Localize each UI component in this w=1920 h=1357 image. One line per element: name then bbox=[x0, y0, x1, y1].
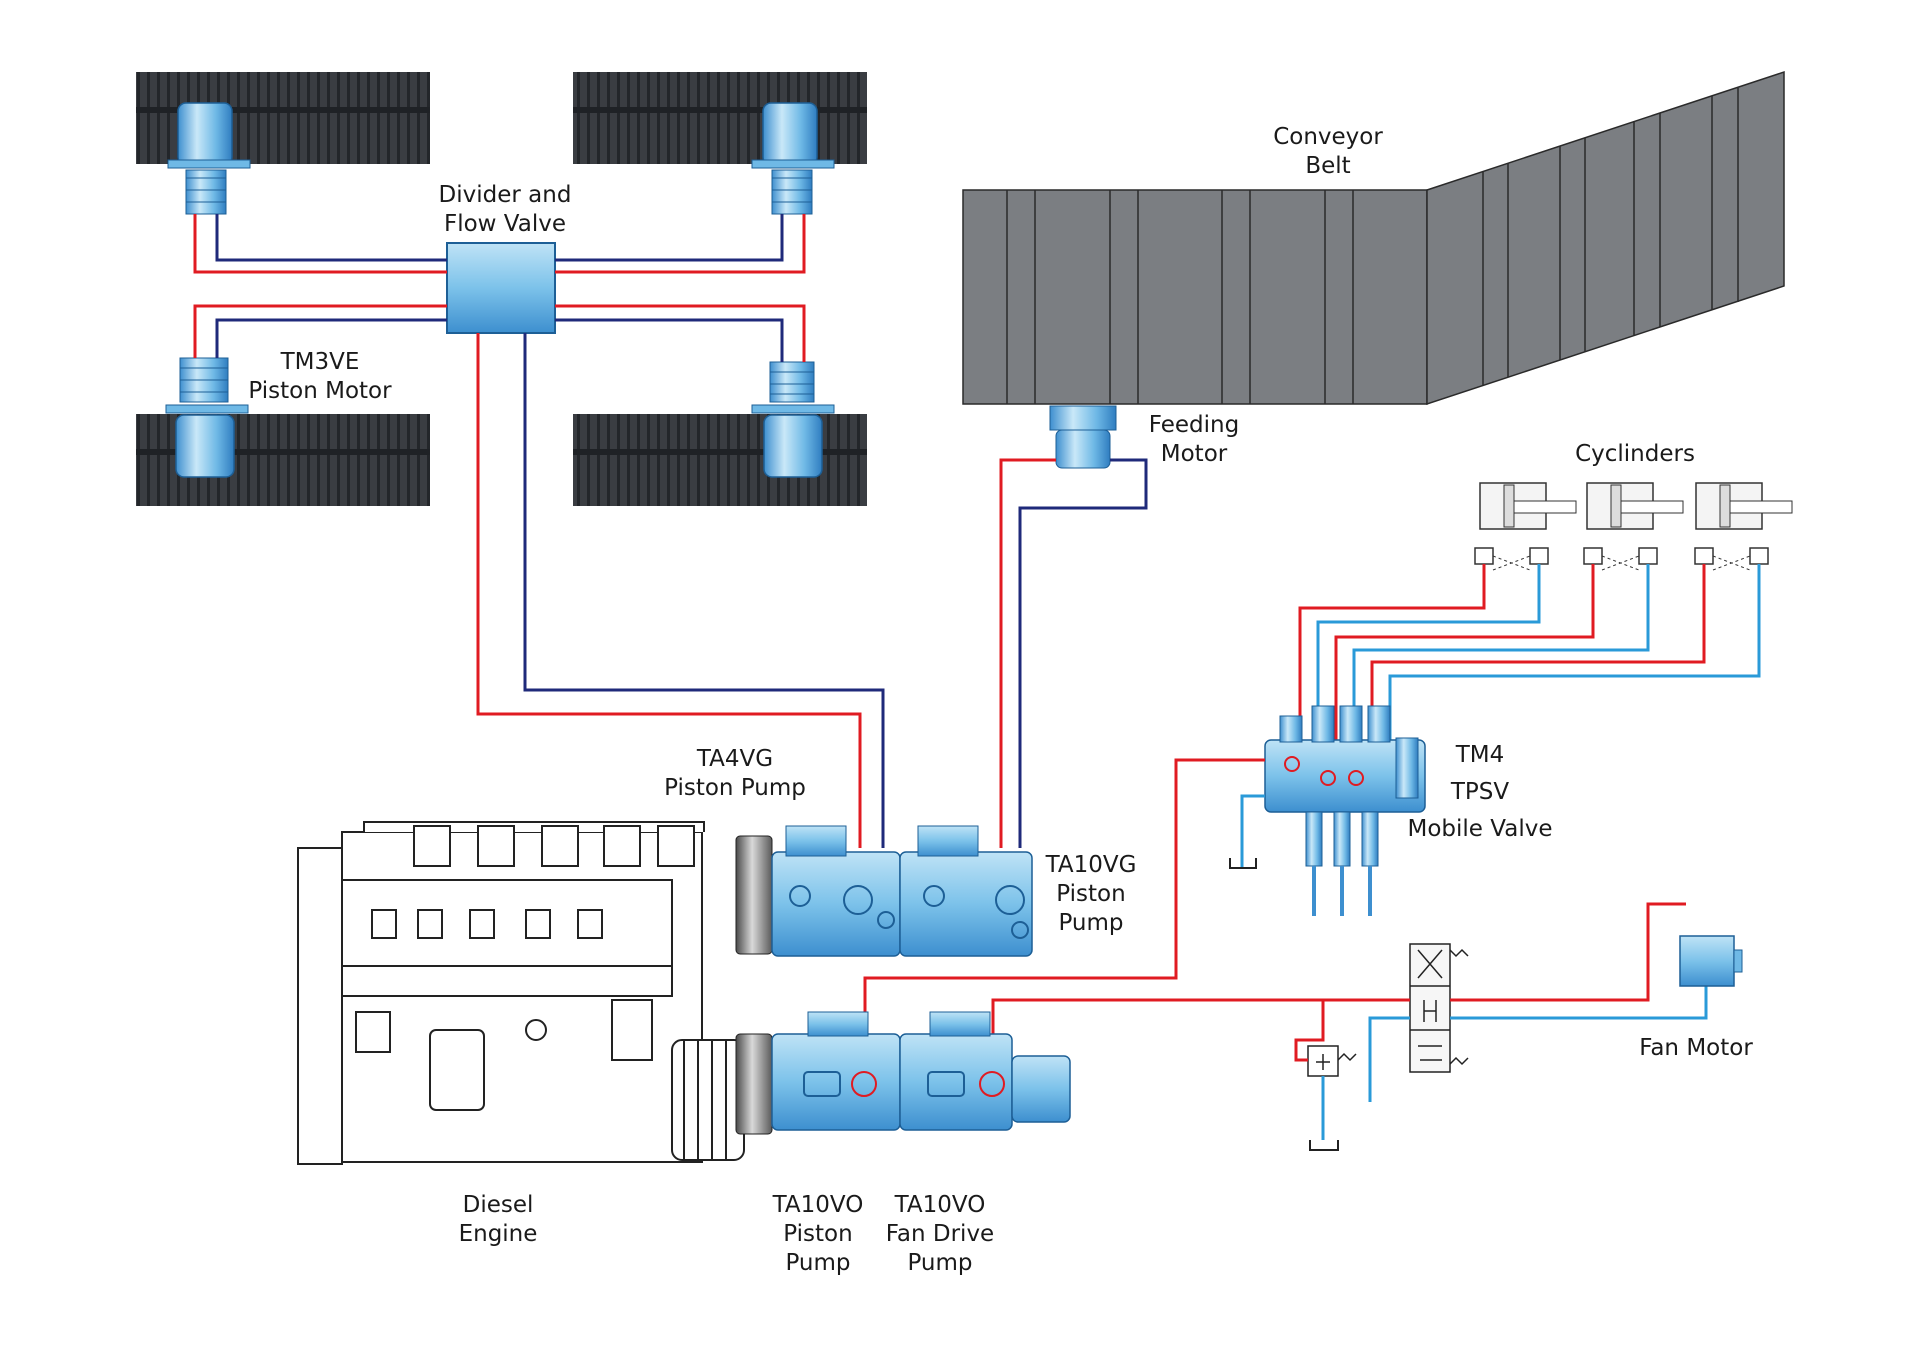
mobile-valve-label-line: TM4 bbox=[1455, 742, 1505, 768]
divider-flow-valve-block bbox=[446, 242, 556, 334]
divider-valve-label: Divider and Flow Valve bbox=[435, 181, 575, 239]
diesel-engine-label-line: Diesel bbox=[462, 1192, 534, 1218]
feeding-motor-label-line: Feeding bbox=[1148, 412, 1240, 438]
mobile-valve-lines bbox=[863, 758, 1265, 1068]
ta10vo-piston-label-line: TA10VO bbox=[772, 1192, 864, 1218]
ta10vg-pump-label: TA10VG Piston Pump bbox=[1041, 851, 1141, 938]
conveyor-label: Conveyor Belt bbox=[1268, 123, 1388, 181]
mobile-valve-label-line: TPSV bbox=[1450, 779, 1510, 805]
ta10vo-fan-pump-label: TA10VO Fan Drive Pump bbox=[878, 1191, 1002, 1278]
cylinder-icon bbox=[1474, 482, 1577, 571]
tank-symbol-icon bbox=[1309, 1140, 1339, 1151]
ta10vo-fan-label-line: TA10VO bbox=[894, 1192, 986, 1218]
ta10vo-fan-label-line: Pump bbox=[907, 1250, 973, 1276]
directional-valve-icon bbox=[1409, 943, 1469, 1073]
tank-symbol-icon bbox=[1229, 858, 1257, 869]
track-motor-label-line: Piston Motor bbox=[248, 378, 392, 404]
ta10vo-piston-label-line: Pump bbox=[785, 1250, 851, 1276]
ta10vg-pump-label-line: TA10VG bbox=[1045, 852, 1137, 878]
diesel-engine-label-line: Engine bbox=[458, 1221, 538, 1247]
mobile-valve-label-line: Mobile Valve bbox=[1407, 816, 1553, 842]
pump-icon bbox=[771, 1011, 901, 1131]
ta4vg-pump-label: TA4VG Piston Pump bbox=[650, 745, 820, 803]
fan-motor-label: Fan Motor bbox=[1639, 1035, 1753, 1061]
cylinder-icon bbox=[1694, 482, 1793, 571]
feeding-motor-label-line: Motor bbox=[1160, 441, 1228, 467]
track-motor-label: TM3VE Piston Motor bbox=[240, 348, 400, 406]
engine-icon bbox=[297, 821, 745, 1165]
track-top-right bbox=[573, 72, 867, 164]
track-hydraulic-lines bbox=[193, 214, 885, 848]
cylinder-icon bbox=[1583, 482, 1684, 571]
piston-motor-icon bbox=[167, 102, 251, 215]
feeding-motor-lines bbox=[999, 458, 1148, 848]
piston-motor-icon bbox=[165, 357, 249, 478]
relief-valve-icon bbox=[1307, 1045, 1357, 1077]
ta4vg-pump-label-line: TA4VG bbox=[696, 746, 774, 772]
track-motor-label-line: TM3VE bbox=[280, 349, 360, 375]
conveyor-label-line: Conveyor bbox=[1273, 124, 1383, 150]
track-bottom-right bbox=[573, 414, 867, 506]
conveyor-label-line: Belt bbox=[1305, 153, 1351, 179]
piston-motor-icon bbox=[1049, 405, 1117, 469]
feeding-motor-label: Feeding Motor bbox=[1144, 411, 1244, 469]
divider-valve-label-line: Flow Valve bbox=[443, 211, 566, 237]
pump-icon bbox=[899, 1011, 1071, 1131]
diesel-engine-label: Diesel Engine bbox=[438, 1191, 558, 1249]
ta10vo-piston-pump-label: TA10VO Piston Pump bbox=[768, 1191, 868, 1278]
mobile-valve-label: TM4 TPSV Mobile Valve bbox=[1400, 737, 1560, 848]
divider-valve-label-line: Divider and bbox=[438, 182, 572, 208]
ta10vg-pump-label-line: Pump bbox=[1058, 910, 1124, 936]
ta10vo-piston-label-line: Piston bbox=[783, 1221, 853, 1247]
valve-block-icon bbox=[1264, 705, 1426, 916]
piston-motor-icon bbox=[751, 361, 835, 478]
piston-motor-icon bbox=[751, 102, 835, 215]
ta10vg-pump-label-line: Piston bbox=[1056, 881, 1126, 907]
cylinders-label: Cyclinders bbox=[1575, 441, 1695, 467]
ta10vo-fan-label-line: Fan Drive bbox=[885, 1221, 995, 1247]
pump-icon bbox=[771, 825, 901, 957]
bell-housing-upper bbox=[735, 835, 773, 955]
fan-circuit-lines bbox=[991, 902, 1708, 1140]
conveyor-belt bbox=[962, 70, 1785, 406]
ta4vg-pump-label-line: Piston Pump bbox=[664, 775, 806, 801]
bell-housing-lower bbox=[735, 1033, 773, 1135]
pump-icon bbox=[899, 825, 1033, 957]
fan-motor-icon bbox=[1679, 935, 1743, 987]
